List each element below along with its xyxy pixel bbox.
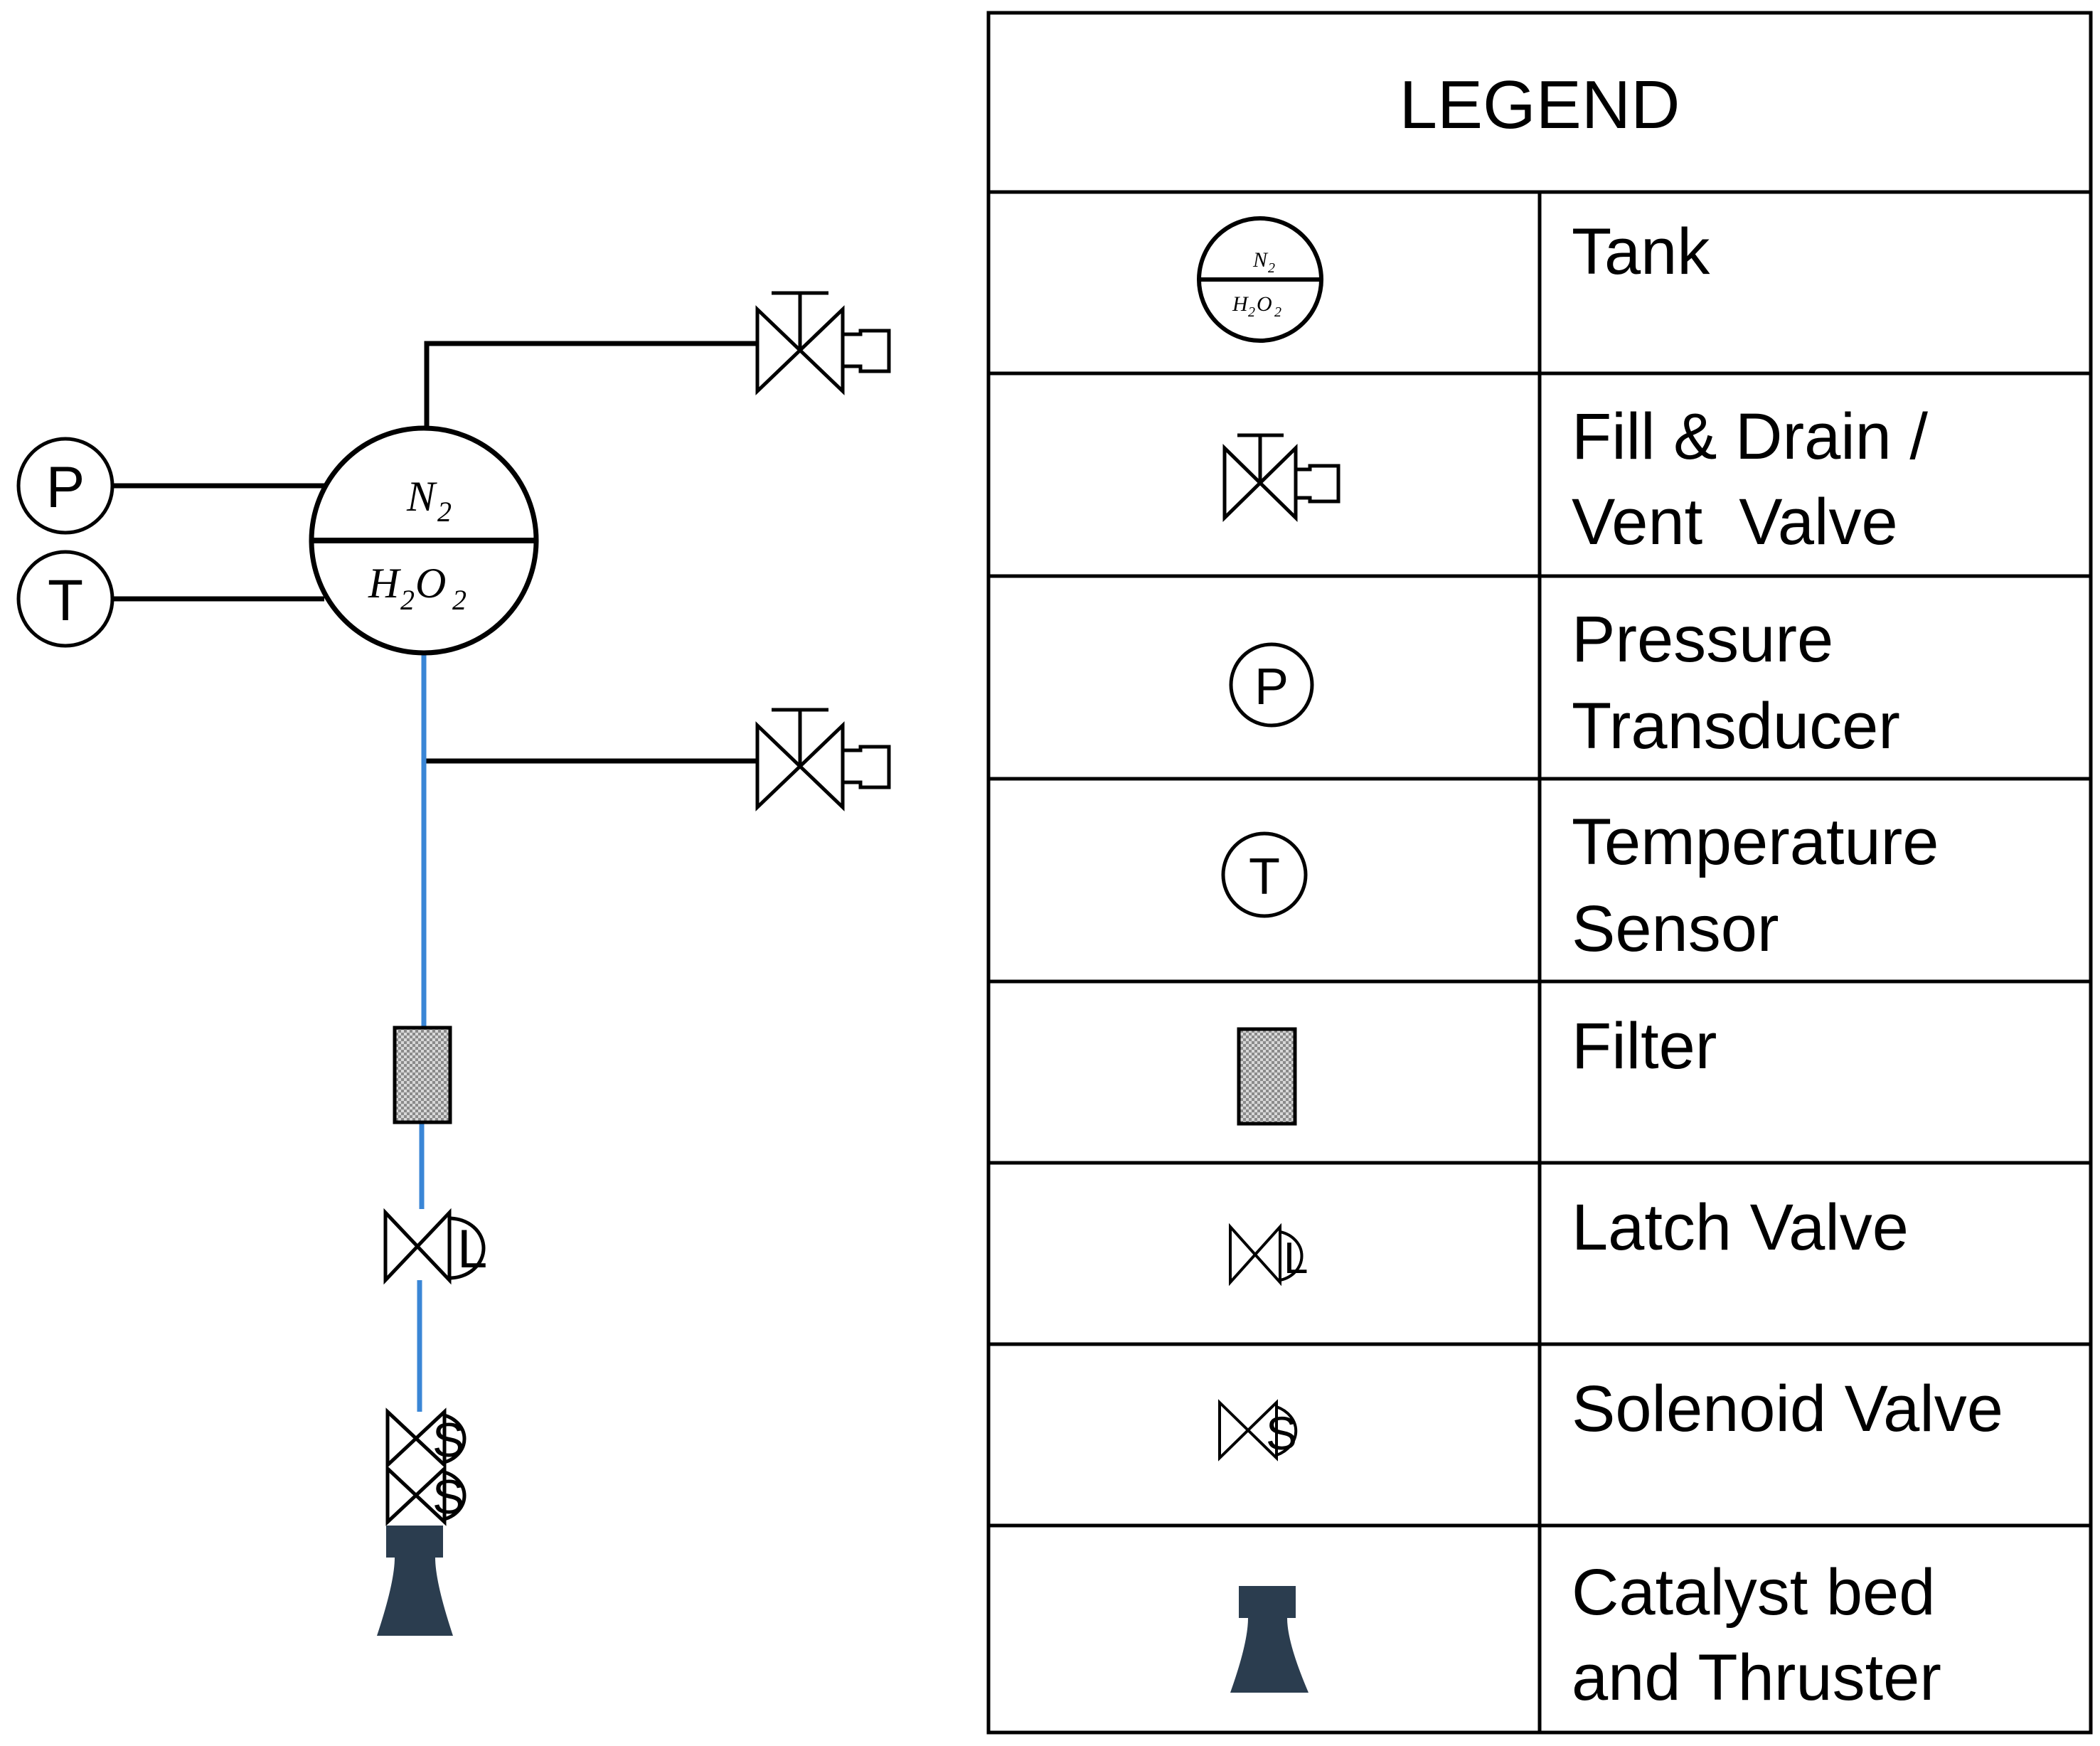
tank-top-label: N — [406, 473, 437, 520]
legend-tank-top-sub: 2 — [1268, 260, 1275, 276]
thruster-icon — [1230, 1586, 1308, 1693]
legend-label-filter: Filter — [1572, 1010, 1717, 1082]
temperature-sensor-icon: T — [1221, 831, 1308, 918]
legend-temperature-label: T — [1249, 848, 1280, 905]
tank-bottom-sub2: 2 — [452, 584, 467, 616]
tank-icon: N 2 H 2 O 2 — [1197, 216, 1323, 343]
legend-label-thruster-line2: and Thruster — [1572, 1641, 1941, 1714]
pressure-transducer-label: P — [46, 455, 85, 520]
legend-label-fill-drain-line2: Vent Valve — [1572, 486, 1898, 558]
legend-label-temperature-line1: Temperature — [1572, 806, 1939, 878]
legend-label-latch-valve: Latch Valve — [1572, 1191, 1909, 1264]
tank-top-subscript: 2 — [437, 496, 452, 528]
legend-row-temperature-sensor: T Temperature Sensor — [1221, 806, 1939, 965]
pressure-transducer: P — [16, 437, 114, 535]
latch-valve: L — [383, 1208, 487, 1285]
solenoid-valve-2: S — [385, 1464, 467, 1526]
legend-tank-bottom-h: H — [1232, 292, 1249, 316]
legend-label-pressure-line2: Transducer — [1572, 690, 1900, 762]
filter-icon — [1237, 1027, 1297, 1126]
legend-tank-bottom-sub2: 2 — [1274, 304, 1281, 320]
legend-label-tank: Tank — [1572, 215, 1710, 288]
fill-drain-valve — [755, 708, 891, 811]
temperature-sensor-label: T — [48, 568, 83, 633]
solenoid-valve-2-label: S — [432, 1470, 464, 1524]
legend-label-solenoid-valve: Solenoid Valve — [1572, 1373, 2003, 1445]
legend-row-filter: Filter — [1237, 1010, 1717, 1126]
legend-row-solenoid-valve: S Solenoid Valve — [1218, 1373, 2003, 1462]
legend-tank-bottom-sub1: 2 — [1248, 304, 1255, 320]
legend-label-fill-drain-line1: Fill & Drain / — [1572, 400, 1928, 473]
legend-row-tank: N 2 H 2 O 2 Tank — [1197, 215, 1710, 343]
solenoid-valve-icon: S — [1218, 1399, 1298, 1462]
latch-valve-icon: L — [1229, 1223, 1308, 1287]
legend-table: LEGEND N 2 H 2 O 2 Tank Fill & — [986, 11, 2093, 1735]
legend-pressure-label: P — [1254, 659, 1289, 715]
legend-label-pressure-line1: Pressure — [1572, 603, 1833, 676]
temperature-sensor: T — [16, 550, 114, 648]
vent-line — [424, 341, 757, 428]
tank-bottom-sub1: 2 — [400, 584, 415, 616]
legend-tank-top-label: N — [1252, 248, 1269, 272]
legend-solenoid-label: S — [1266, 1407, 1297, 1459]
legend-latch-label: L — [1284, 1234, 1308, 1283]
legend-row-thruster: Catalyst bed and Thruster — [1230, 1556, 1941, 1714]
legend-label-thruster-line1: Catalyst bed — [1572, 1556, 1935, 1629]
vent-valve — [755, 291, 891, 395]
solenoid-valve-1: S — [385, 1407, 467, 1469]
tank: N 2 H 2 O 2 — [309, 425, 539, 656]
catalyst-bed-thruster — [377, 1526, 453, 1636]
legend-row-latch-valve: L Latch Valve — [1229, 1191, 1909, 1287]
tank-bottom-h: H — [368, 560, 402, 607]
schematic: N 2 H 2 O 2 P T — [16, 291, 891, 1636]
legend-label-temperature-line2: Sensor — [1572, 893, 1779, 965]
pressure-transducer-icon: P — [1229, 642, 1314, 728]
legend-title: LEGEND — [1400, 67, 1680, 143]
legend-row-pressure-transducer: P Pressure Transducer — [1229, 603, 1900, 762]
fill-drain-valve-icon — [1222, 433, 1341, 522]
legend-row-fill-drain-valve: Fill & Drain / Vent Valve — [1222, 400, 1928, 558]
filter — [393, 1026, 452, 1124]
tank-bottom-o: O — [415, 560, 446, 607]
legend-tank-bottom-o: O — [1257, 292, 1272, 316]
latch-valve-label: L — [457, 1219, 487, 1279]
solenoid-valve-1-label: S — [432, 1413, 464, 1467]
